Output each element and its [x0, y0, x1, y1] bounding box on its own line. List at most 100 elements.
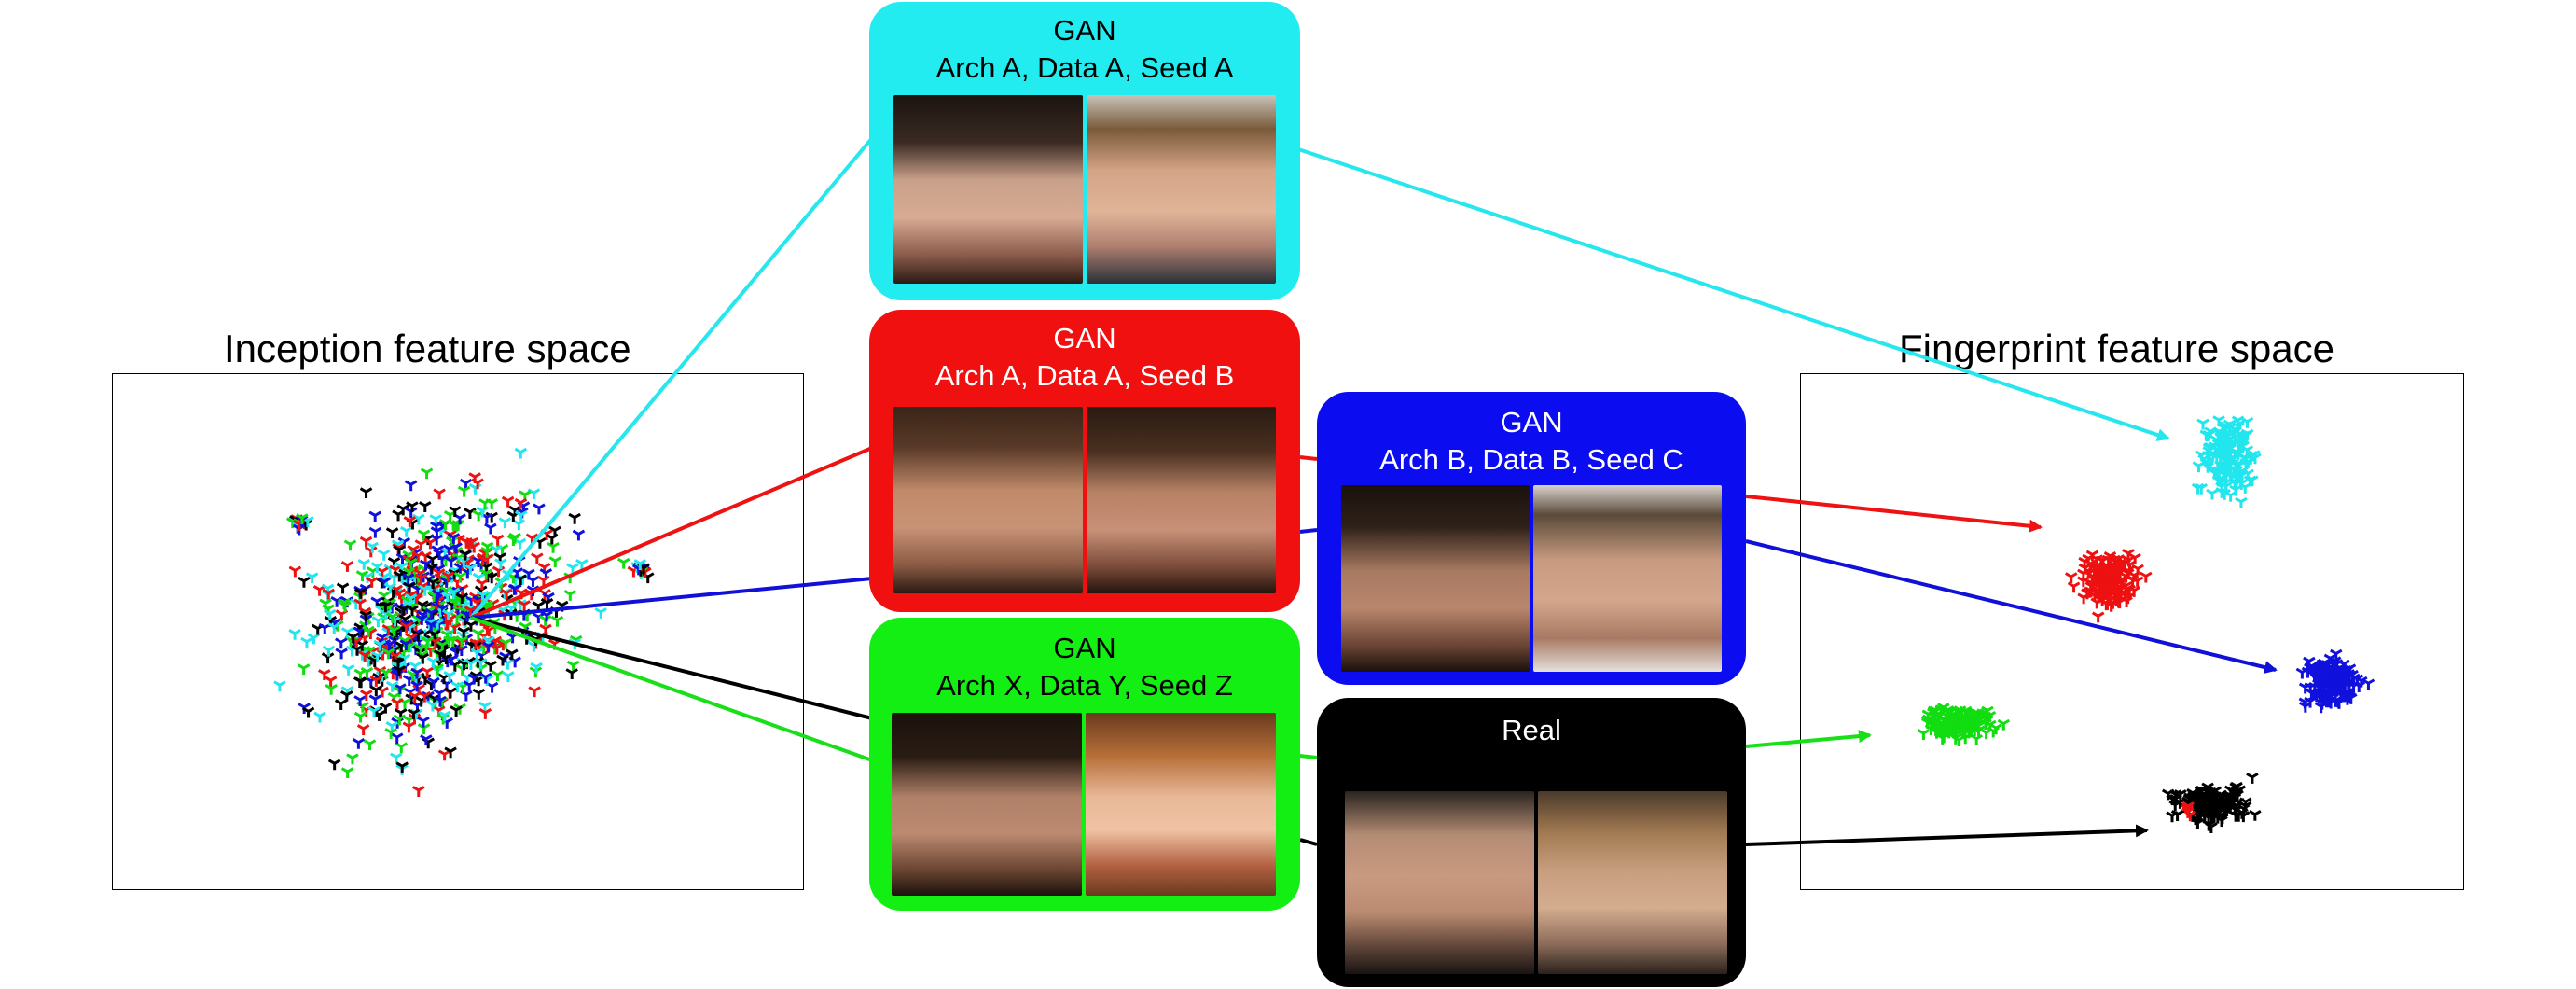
inception-point: [476, 578, 489, 591]
fingerprint-point-red: [2112, 596, 2126, 608]
face-image: [1538, 791, 1727, 974]
inception-point: [399, 639, 413, 651]
inception-point: [406, 501, 419, 513]
fingerprint-point-cyan: [2228, 425, 2241, 436]
inception-point: [491, 670, 505, 682]
inception-point: [464, 508, 477, 519]
fingerprint-point-green: [1968, 711, 1982, 722]
fingerprint-point-blue: [2326, 684, 2340, 696]
inception-point: [455, 592, 469, 605]
inception-point: [512, 519, 526, 531]
gan-box-blue-title: GAN: [1500, 406, 1563, 439]
inception-point: [392, 509, 405, 522]
fingerprint-point-green: [1970, 733, 1983, 745]
inception-point: [327, 622, 341, 634]
inception-point: [369, 685, 383, 697]
inception-point: [360, 690, 373, 701]
fingerprint-point-red: [2131, 564, 2144, 576]
fingerprint-point-red: [2091, 611, 2105, 623]
fingerprint-point-red: [2103, 551, 2117, 563]
fingerprint-point-green: [1917, 729, 1931, 740]
inception-point: [565, 668, 578, 680]
fingerprint-point-black: [2203, 800, 2216, 812]
gan-box-red-title: GAN: [1053, 322, 1116, 355]
fingerprint-point-red: [2084, 559, 2098, 571]
fingerprint-point-blue: [2306, 666, 2320, 678]
inception-point: [496, 654, 509, 666]
inception-point: [313, 711, 326, 723]
fingerprint-point-cyan: [2218, 489, 2231, 500]
fingerprint-point-green: [1943, 706, 1956, 718]
inception-point: [392, 657, 405, 669]
inception-point: [335, 648, 348, 660]
fingerprint-point-blue: [2329, 648, 2343, 661]
fingerprint-point-black: [2227, 787, 2241, 800]
arrow-blue-link: [1299, 528, 1318, 534]
inception-point: [353, 676, 367, 689]
fingerprint-point-cyan: [2213, 428, 2227, 440]
fingerprint-point-blue: [2327, 660, 2340, 672]
inception-point: [500, 588, 513, 600]
inception-point: [412, 513, 425, 525]
inception-point: [472, 688, 486, 700]
inception-point: [404, 557, 418, 569]
inception-point: [393, 570, 407, 582]
arrows: [469, 136, 2278, 846]
inception-point: [547, 541, 560, 553]
inception-point: [410, 680, 423, 692]
inception-point: [437, 710, 451, 722]
inception-point: [380, 668, 393, 679]
fingerprint-point-blue: [2337, 673, 2350, 684]
inception-point: [498, 517, 512, 529]
inception-point: [467, 673, 480, 685]
inception-point: [367, 706, 381, 717]
inception-point: [390, 732, 404, 745]
inception-point: [359, 610, 372, 622]
inception-point: [368, 694, 382, 706]
fingerprint-point-red: [2112, 562, 2126, 574]
inception-point: [441, 608, 455, 620]
inception-point: [380, 608, 393, 620]
inception-point: [297, 663, 311, 676]
inception-point: [359, 487, 373, 499]
inception-point: [499, 638, 512, 649]
inception-point: [420, 467, 434, 480]
face-image: [1341, 485, 1530, 672]
inception-point: [322, 645, 336, 657]
inception-point: [273, 680, 286, 692]
inception-point: [484, 661, 497, 672]
fingerprint-point-cyan: [2196, 418, 2209, 430]
fingerprint-point-green: [1934, 724, 1947, 736]
inception-point: [633, 559, 647, 570]
fingerprint-point-black: [2194, 809, 2208, 821]
inception-point: [422, 737, 435, 749]
fingerprint-point-green: [1997, 718, 2011, 731]
inception-point: [351, 644, 364, 656]
inception-point: [288, 628, 301, 640]
inception-point: [343, 539, 357, 551]
gan-box-green-faces: [892, 713, 1276, 896]
inception-point: [548, 525, 561, 537]
fingerprint-point-red: [2081, 588, 2094, 600]
arrow-green-to-fingerprint: [1745, 730, 1872, 748]
inception-point: [379, 702, 393, 714]
inception-point: [418, 584, 432, 596]
inception-point: [373, 639, 387, 651]
fingerprint-point-blue: [2361, 678, 2375, 690]
inception-point: [478, 498, 492, 510]
inception-point: [336, 582, 350, 594]
inception-point: [393, 714, 407, 726]
inception-point: [464, 620, 478, 632]
inception-point: [334, 699, 348, 711]
gan-box-blue-subtitle: Arch B, Data B, Seed C: [1379, 443, 1683, 476]
arrow-inception-to-red: [470, 446, 873, 620]
inception-point: [298, 576, 311, 588]
inception-point: [416, 652, 430, 664]
fingerprint-point-black: [2215, 815, 2228, 828]
inception-point: [548, 556, 562, 568]
inception-point: [335, 637, 348, 649]
inception-point: [470, 648, 484, 660]
fingerprint-point-cyan: [2191, 482, 2205, 494]
inception-point: [540, 598, 554, 609]
inception-point: [401, 573, 415, 585]
